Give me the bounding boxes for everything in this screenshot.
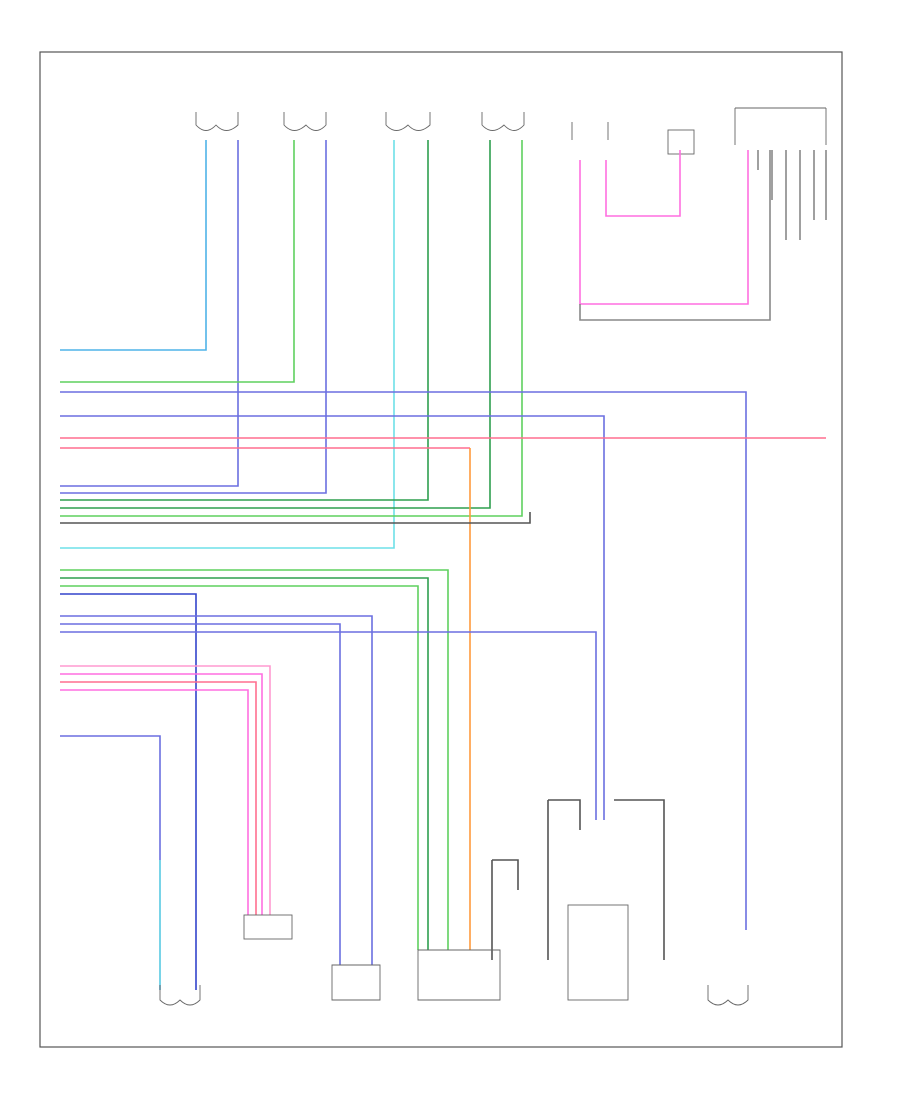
connector-bottom-1 bbox=[159, 985, 201, 1006]
wire-gray-loop bbox=[579, 150, 771, 321]
wire-magenta-loop bbox=[579, 150, 749, 305]
wire-blue-mid-1 bbox=[60, 615, 373, 965]
connector-bottom-3 bbox=[331, 964, 381, 1001]
top-right-harness bbox=[579, 150, 827, 321]
wire-green-4a bbox=[60, 140, 491, 509]
wire-magenta-1 bbox=[60, 673, 263, 915]
diagram-frame bbox=[39, 51, 843, 1048]
wire-green-3 bbox=[60, 140, 429, 501]
wire-harness bbox=[60, 140, 826, 990]
wire-green-2 bbox=[60, 140, 295, 383]
wire-pink-1 bbox=[60, 665, 271, 915]
wire-dark-blue-down bbox=[60, 593, 197, 990]
wire-green-mid-3 bbox=[60, 585, 419, 950]
connector-top-4 bbox=[481, 112, 525, 131]
wire-blue-mid-2 bbox=[60, 623, 341, 965]
connector-top-1 bbox=[195, 112, 239, 131]
wire-gray-right-2 bbox=[614, 799, 665, 960]
connector-top-6 bbox=[667, 129, 695, 155]
connector-top-5 bbox=[571, 122, 609, 140]
connector-top-2 bbox=[283, 112, 327, 131]
top-connectors bbox=[195, 107, 827, 155]
wire-gray-right-3 bbox=[491, 859, 519, 960]
wire-green-mid-2 bbox=[60, 577, 429, 950]
wire-top7-branch bbox=[757, 150, 827, 240]
bottom-connectors bbox=[159, 904, 749, 1006]
wire-blue-mid-3 bbox=[60, 631, 597, 820]
wire-blue-bottom bbox=[60, 735, 161, 990]
wire-magenta-2 bbox=[60, 689, 249, 915]
connector-top-7 bbox=[734, 107, 827, 145]
wire-green-mid-1 bbox=[60, 569, 449, 950]
wire-green-4b bbox=[60, 140, 523, 517]
wire-blue-long-2 bbox=[60, 415, 605, 820]
wire-blue-2 bbox=[60, 140, 327, 494]
wire-blue-1 bbox=[60, 140, 239, 487]
wire-gray-right-1 bbox=[547, 799, 581, 960]
connector-bottom-2 bbox=[243, 914, 293, 940]
wire-dark-green-short bbox=[60, 512, 531, 524]
wire-cyan-3 bbox=[60, 140, 395, 549]
connector-bottom-5 bbox=[567, 904, 629, 1001]
connector-top-3 bbox=[385, 112, 431, 131]
connector-bottom-4 bbox=[417, 949, 501, 1001]
wire-light-blue-1 bbox=[60, 140, 207, 351]
wire-red-2 bbox=[60, 681, 257, 915]
connector-bottom-6 bbox=[707, 985, 749, 1006]
wire-blue-long-1 bbox=[60, 391, 747, 930]
